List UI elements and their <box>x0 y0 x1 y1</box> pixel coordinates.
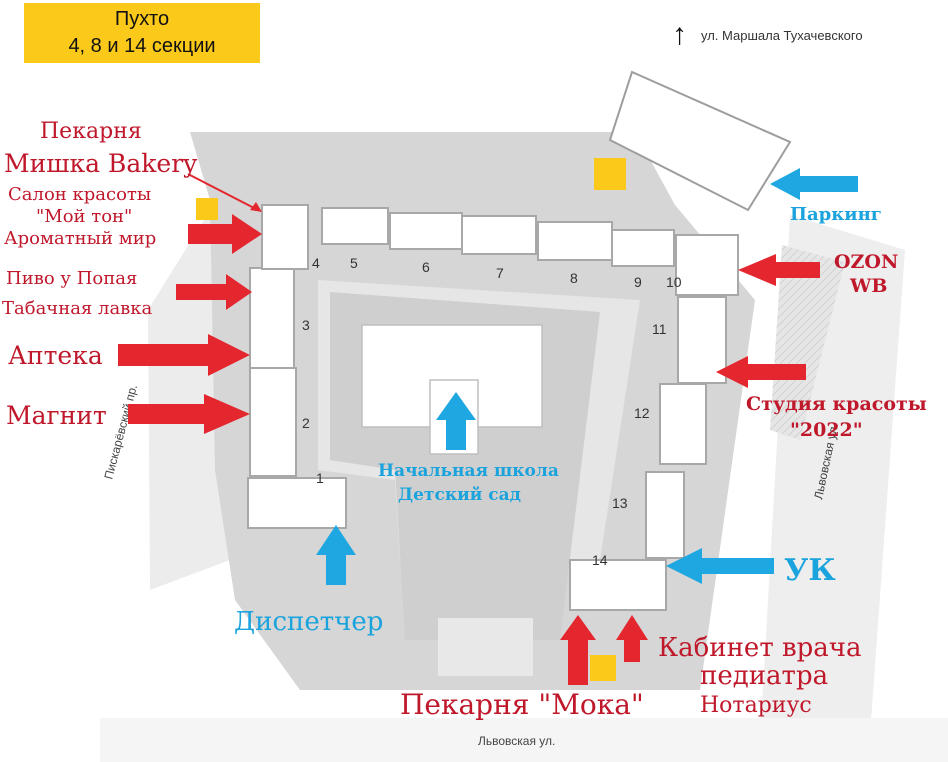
building-sec-6 <box>389 212 463 250</box>
label-studio-1: Студия красоты <box>746 393 927 415</box>
section-number: 5 <box>350 255 358 271</box>
label-pediatr-2: педиатра <box>700 661 828 691</box>
section-number: 7 <box>496 265 504 281</box>
label-ozon: OZON <box>834 251 898 273</box>
title-line-1: Пухто <box>114 8 170 30</box>
red-labels: Пекарня Мишка Bakery Салон красоты "Мой … <box>2 119 927 721</box>
building-sec-8 <box>537 221 613 261</box>
label-salon-2: "Мой тон" <box>36 206 132 227</box>
building-sec-5 <box>321 207 389 245</box>
north-indicator: ↑ ул. Маршала Тухачевского <box>672 20 863 50</box>
building-sec-2 <box>249 367 297 477</box>
building-sec-7 <box>461 215 537 255</box>
label-parking: Паркинг <box>790 204 882 225</box>
label-bakery-misha-1: Пекарня <box>40 119 142 144</box>
label-magnit: Магнит <box>6 401 107 430</box>
street-label-left: Пискарёвский пр. <box>101 383 140 481</box>
hatched-area <box>770 245 845 440</box>
north-street-label: ул. Маршала Тухачевского <box>701 27 863 43</box>
label-pharmacy: Аптека <box>8 341 103 370</box>
building-sec-10 <box>675 234 739 296</box>
blue-arrow-icon <box>436 392 476 450</box>
red-arrow-icon <box>560 615 596 685</box>
label-beer: Пиво у Попая <box>6 268 137 289</box>
label-salon-1: Салон красоты <box>8 184 151 205</box>
building-sec-9 <box>611 229 675 267</box>
building-sec-3 <box>249 267 295 369</box>
label-school-1: Начальная школа <box>378 461 559 481</box>
parking-outline <box>608 70 792 212</box>
building-sec-1 <box>247 477 347 529</box>
waste-marker-square <box>196 198 218 220</box>
blue-arrow-icon <box>316 525 356 585</box>
building-sec-14 <box>569 559 667 611</box>
section-number: 1 <box>316 470 324 486</box>
section-number: 11 <box>652 321 667 337</box>
red-arrow-icon <box>616 615 648 662</box>
red-arrow-icon <box>188 214 262 254</box>
blue-arrows <box>316 168 858 585</box>
pointer-tip-icon <box>250 202 262 212</box>
section-number: 12 <box>634 405 650 421</box>
title-line-2: 4, 8 и 14 секции <box>68 35 216 57</box>
blue-arrow-icon <box>770 168 858 200</box>
north-arrow-icon: ↑ <box>672 18 687 51</box>
section-number: 8 <box>570 270 578 286</box>
building-sec-4 <box>261 204 309 270</box>
section-numbers: 1 2 3 4 5 6 7 8 9 10 11 12 13 14 <box>302 255 682 568</box>
section-number: 3 <box>302 317 310 333</box>
red-arrow-icon <box>716 356 806 388</box>
label-bakery-misha-2: Мишка Bakery <box>4 149 198 178</box>
section-number: 10 <box>666 274 682 290</box>
courtyard-layer <box>318 280 640 676</box>
section-number: 13 <box>612 495 628 511</box>
label-aroma: Ароматный мир <box>4 228 156 249</box>
waste-marker-square <box>590 655 616 681</box>
title-box: Пухто 4, 8 и 14 секции <box>24 3 260 63</box>
playground <box>438 618 533 676</box>
waste-marker-square <box>594 158 626 190</box>
label-wb: WB <box>849 275 887 297</box>
label-studio-2: "2022" <box>790 419 863 441</box>
red-arrow-icon <box>176 274 252 310</box>
label-notary: Нотариус <box>700 693 812 718</box>
red-arrows <box>118 214 820 685</box>
red-arrow-icon <box>118 334 250 376</box>
section-number: 4 <box>312 255 320 271</box>
pointer-line <box>187 173 259 211</box>
waste-markers <box>196 158 626 681</box>
section-number: 9 <box>634 274 642 290</box>
blue-labels: Начальная школа Детский сад Диспетчер Па… <box>234 204 882 637</box>
section-number: 14 <box>592 552 608 568</box>
label-school-2: Детский сад <box>398 485 521 505</box>
label-pediatr-1: Кабинет врача <box>658 633 861 663</box>
section-number: 6 <box>422 259 430 275</box>
label-moka: Пекарня "Мока" <box>400 688 644 721</box>
label-dispatcher: Диспетчер <box>234 607 383 637</box>
street-label-bottom: Львовская ул. <box>478 734 555 748</box>
building-sec-13 <box>645 471 685 559</box>
label-uk: УК <box>784 553 836 588</box>
buildings-layer <box>247 204 739 611</box>
section-number: 2 <box>302 415 310 431</box>
red-arrow-icon <box>128 394 250 434</box>
building-sec-12 <box>659 383 707 465</box>
building-sec-11 <box>677 296 727 384</box>
bottom-street-strip <box>100 718 948 762</box>
label-tobacco: Табачная лавка <box>2 298 153 319</box>
red-arrow-icon <box>738 254 820 286</box>
blue-arrow-icon <box>666 548 774 584</box>
